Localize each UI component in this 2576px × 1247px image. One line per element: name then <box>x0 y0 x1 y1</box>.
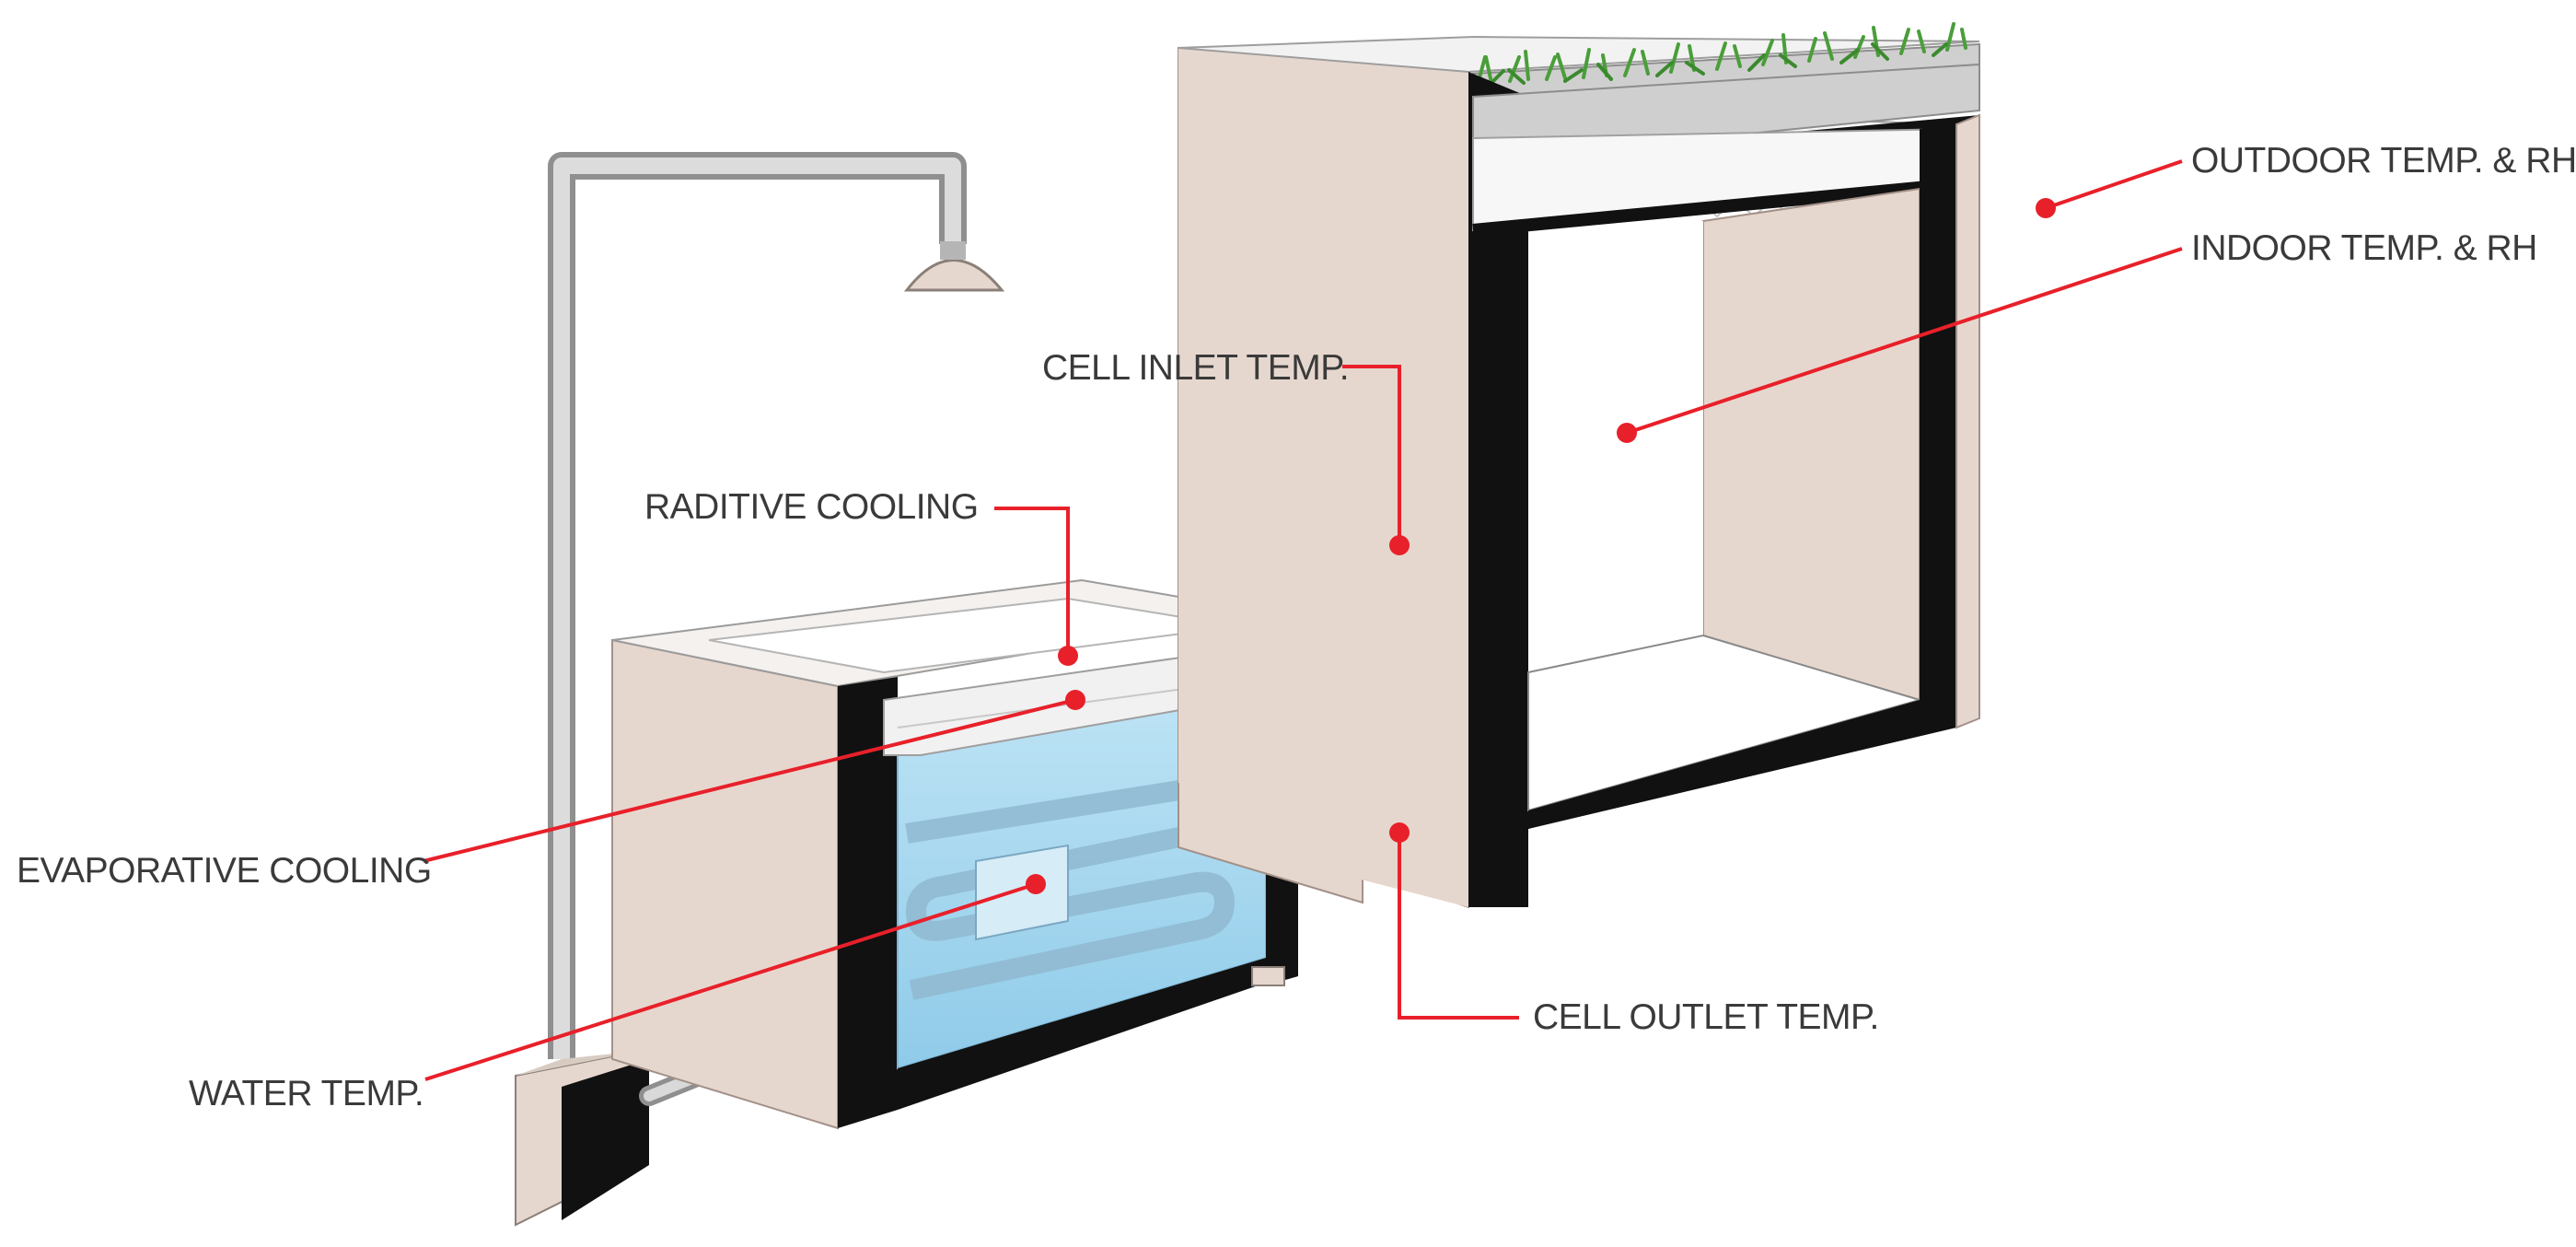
radiative-label: RADITIVE COOLING <box>644 487 979 527</box>
indoor-label: INDOOR TEMP. & RH <box>2191 228 2537 268</box>
cell-inlet-sensor <box>1342 365 1410 555</box>
water-label: WATER TEMP. <box>189 1074 424 1113</box>
test-cell <box>1178 22 1980 909</box>
sprinkler-pipe <box>548 152 1005 1059</box>
outdoor-label: OUTDOOR TEMP. & RH <box>2191 141 2576 181</box>
pump-box <box>515 1048 649 1227</box>
outdoor-sensor <box>2036 159 2183 218</box>
cell-outlet-sensor <box>1389 822 1519 1020</box>
evaporative-sensor <box>423 690 1085 863</box>
indoor-sensor <box>1617 247 2183 443</box>
cell-outlet-label: CELL OUTLET TEMP. <box>1533 997 1879 1037</box>
water-sensor <box>424 874 1046 1081</box>
green-roof-plants <box>1476 22 1967 89</box>
sprinkler-head-icon <box>903 259 1005 292</box>
evaporative-label: EVAPORATIVE COOLING <box>17 851 432 891</box>
radiative-sensor <box>994 507 1078 666</box>
cell-inlet-label: CELL INLET TEMP. <box>1042 348 1349 388</box>
